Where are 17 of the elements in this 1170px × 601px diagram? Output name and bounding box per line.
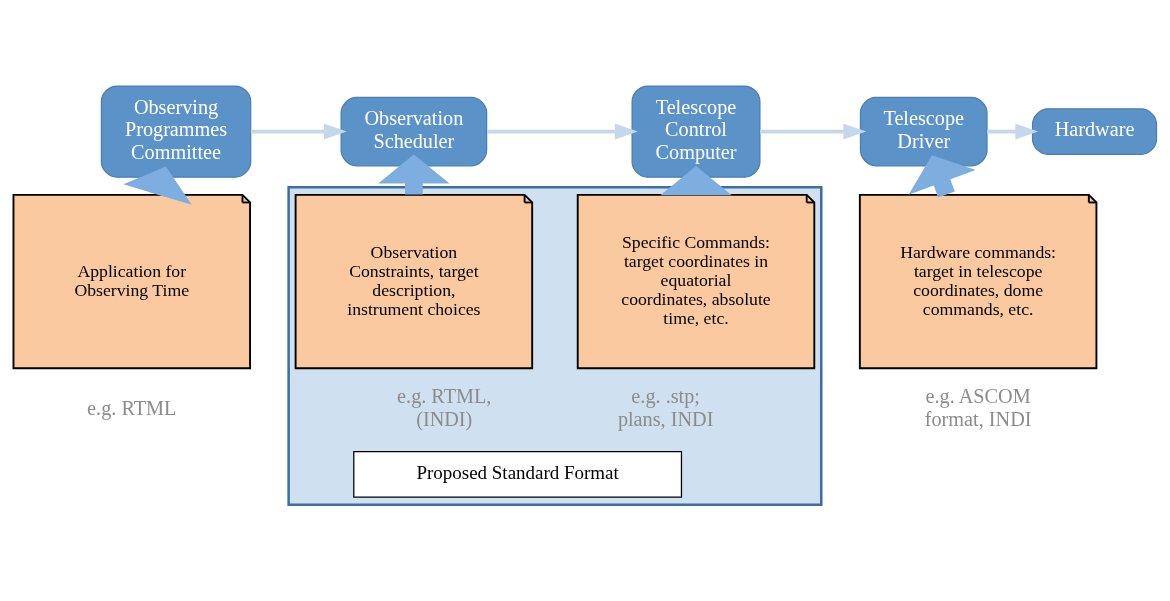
node-label: e.g. RTML (87, 396, 177, 419)
arrow (987, 123, 1039, 140)
arrow (760, 123, 867, 140)
arrow (908, 155, 976, 198)
node-box: Telescope Driver (859, 96, 988, 167)
node-box: Proposed Standard Format (353, 451, 683, 498)
arrow (487, 123, 638, 140)
node-box: Observing Programmes Committee (100, 85, 252, 178)
node-label: e.g. RTML, (INDI) (397, 385, 492, 431)
node-label: e.g. ASCOM format, INDI (924, 385, 1032, 431)
node-box: Telescope Control Computer (631, 85, 761, 178)
node-label: e.g. .stp; plans, INDI (617, 385, 714, 431)
arrow (123, 166, 192, 205)
node-box: Hardware (1031, 108, 1158, 155)
arrow (378, 154, 450, 195)
arrow (250, 123, 347, 140)
node-box: Observation Scheduler (340, 96, 488, 167)
